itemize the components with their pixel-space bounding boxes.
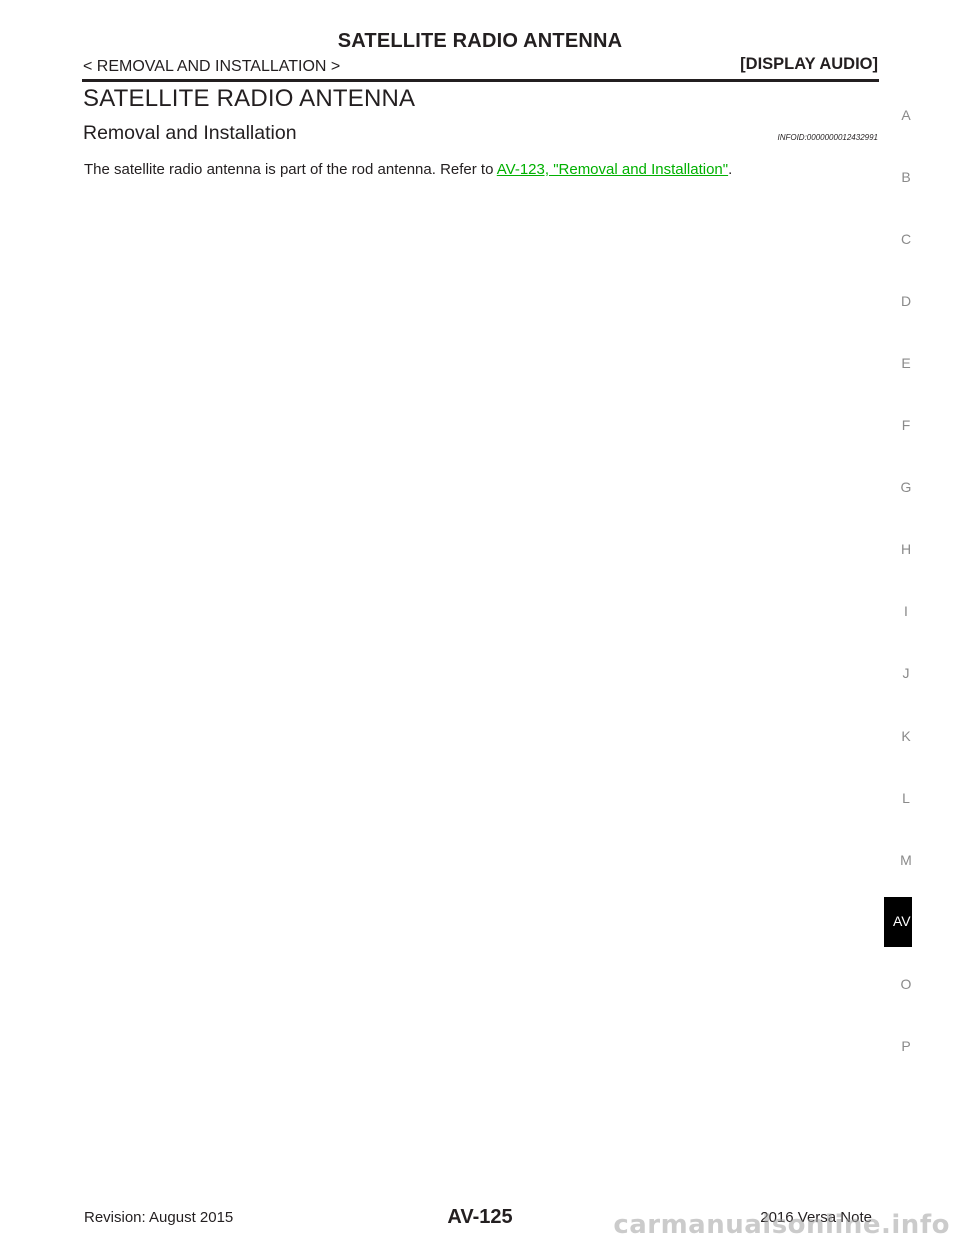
side-index-letter[interactable]: C bbox=[900, 231, 912, 247]
footer-revision: Revision: August 2015 bbox=[84, 1209, 234, 1226]
side-index-letter[interactable]: J bbox=[902, 665, 910, 681]
side-index-letter[interactable]: L bbox=[902, 790, 910, 806]
body-text-suffix: . bbox=[728, 161, 733, 178]
info-id: INFOID:0000000012432991 bbox=[777, 133, 878, 142]
side-index-letter[interactable]: F bbox=[901, 417, 911, 433]
subsection-title: Removal and Installation bbox=[83, 122, 297, 144]
header-divider bbox=[82, 79, 879, 82]
side-index-letter[interactable]: P bbox=[901, 1038, 911, 1054]
side-index-letter[interactable]: B bbox=[901, 169, 911, 185]
side-index-letter[interactable]: H bbox=[900, 541, 912, 557]
side-index-letter[interactable]: A bbox=[901, 107, 911, 123]
reference-link[interactable]: AV-123, "Removal and Installation" bbox=[496, 161, 729, 178]
side-index-letter[interactable]: I bbox=[904, 603, 908, 619]
watermark: carmanualsonline.info bbox=[613, 1210, 950, 1240]
side-index-letter[interactable]: E bbox=[901, 355, 911, 371]
side-index-letter[interactable]: O bbox=[900, 976, 912, 992]
footer-model: 2016 Versa Note bbox=[760, 1209, 872, 1226]
section-title: SATELLITE RADIO ANTENNA bbox=[83, 85, 416, 112]
body-text-prefix: The satellite radio antenna is part of t… bbox=[84, 161, 497, 178]
page-header-title: SATELLITE RADIO ANTENNA bbox=[337, 30, 623, 52]
side-index-letter[interactable]: D bbox=[900, 293, 912, 309]
body-paragraph: The satellite radio antenna is part of t… bbox=[84, 161, 732, 178]
side-index-letter[interactable]: M bbox=[900, 852, 912, 868]
page-number: AV-125 bbox=[447, 1206, 513, 1228]
side-index-letter[interactable]: K bbox=[901, 728, 911, 744]
breadcrumb: < REMOVAL AND INSTALLATION > bbox=[83, 58, 341, 75]
side-index-letter[interactable]: G bbox=[900, 479, 912, 495]
side-index-active-label: AV bbox=[893, 913, 911, 929]
side-index-active-tab[interactable] bbox=[884, 897, 912, 947]
section-label: [DISPLAY AUDIO] bbox=[740, 55, 878, 73]
